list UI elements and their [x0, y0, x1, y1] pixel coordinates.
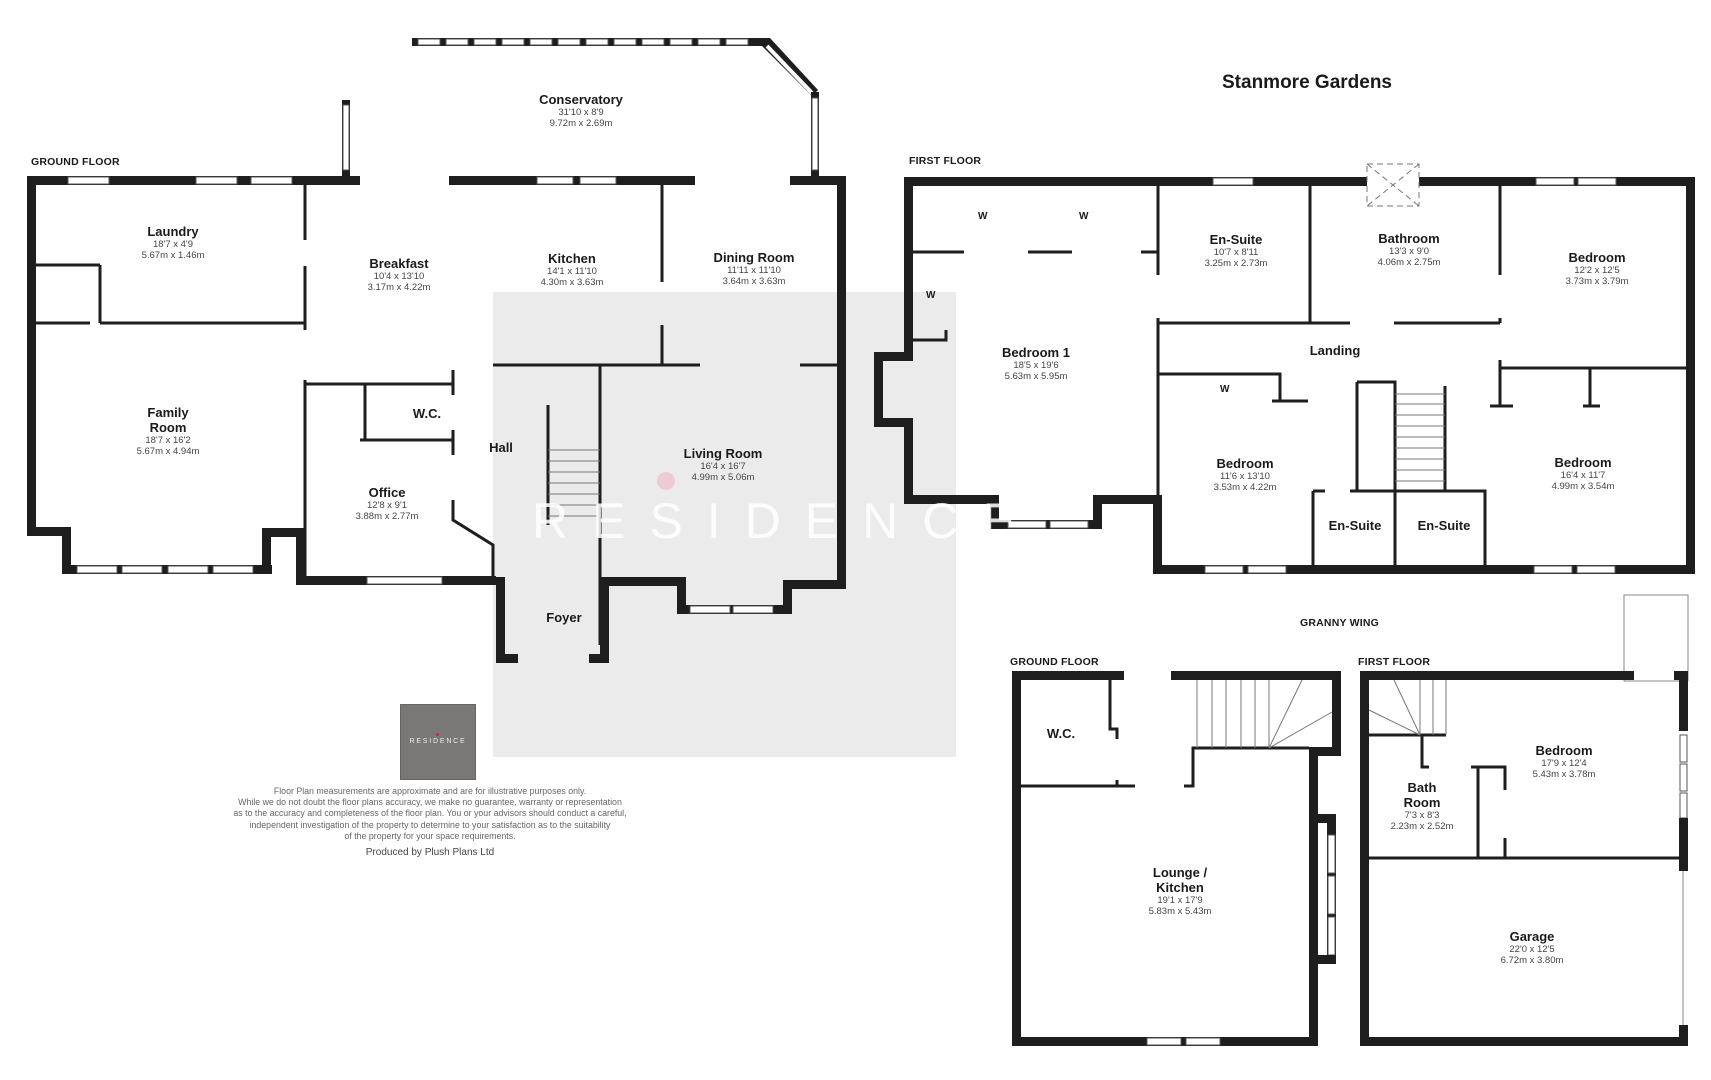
- producer-credit: Produced by Plush Plans Ltd: [365, 847, 495, 858]
- room-living-room: Living Room 16'4 x 16'7 4.99m x 5.06m: [683, 446, 763, 483]
- room-garage: Garage 22'0 x 12'5 6.72m x 3.80m: [1500, 929, 1564, 966]
- room-conservatory: Conservatory 31'10 x 8'9 9.72m x 2.69m: [539, 92, 623, 129]
- granny-ground-floor-walls: [1012, 671, 1341, 1046]
- logo-text: RESIDENCE: [409, 738, 467, 745]
- room-lounge-kitchen: Lounge / Kitchen 19'1 x 17'9 5.83m x 5.4…: [1148, 865, 1212, 917]
- room-granny-wc: W.C.: [1046, 726, 1076, 741]
- wardrobe-marker: W: [1079, 211, 1089, 222]
- room-hall: Hall: [489, 440, 513, 455]
- granny-ground-floor-label: GROUND FLOOR: [1010, 656, 1099, 668]
- room-wc: W.C.: [412, 406, 442, 421]
- disclaimer-line: as to the accuracy and completeness of t…: [233, 808, 627, 819]
- main-ground-floor-walls: [27, 38, 846, 663]
- room-office: Office 12'8 x 9'1 3.88m x 2.77m: [355, 485, 419, 522]
- disclaimer-text: Floor Plan measurements are approximate …: [215, 786, 645, 842]
- watermark-dot: [657, 472, 675, 490]
- wardrobe-marker: W: [1220, 384, 1230, 395]
- main-first-floor-walls: [874, 163, 1695, 574]
- disclaimer-line: of the property for your space requireme…: [344, 830, 516, 841]
- room-en-suite-right: En-Suite: [1417, 518, 1471, 533]
- room-landing: Landing: [1309, 343, 1361, 358]
- room-en-suite-left: En-Suite: [1328, 518, 1382, 533]
- disclaimer-line: independent investigation of the propert…: [249, 819, 611, 830]
- wardrobe-marker: W: [926, 290, 936, 301]
- wardrobe-marker: W: [978, 211, 988, 222]
- room-breakfast: Breakfast 10'4 x 13'10 3.17m x 4.22m: [367, 256, 431, 293]
- room-bedroom-1: Bedroom 1 18'5 x 19'6 5.63m x 5.95m: [1002, 345, 1070, 382]
- room-family-room: Family Room 18'7 x 16'2 5.67m x 4.94m: [136, 405, 200, 457]
- granny-wing-label: GRANNY WING: [1300, 617, 1380, 629]
- disclaimer-line: While we do not doubt the floor plans ac…: [238, 797, 622, 808]
- room-bathroom: Bathroom 13'3 x 9'0 4.06m x 2.75m: [1377, 231, 1441, 268]
- main-first-floor-label: FIRST FLOOR: [909, 155, 982, 167]
- granny-first-floor-walls: [1360, 594, 1689, 1046]
- disclaimer-line: Floor Plan measurements are approximate …: [273, 786, 587, 796]
- room-dining-room: Dining Room 11'11 x 11'10 3.64m x 3.63m: [713, 250, 795, 287]
- residence-logo: RESIDENCE: [400, 704, 476, 780]
- room-bedroom-bottom-right: Bedroom 16'4 x 11'7 4.99m x 3.54m: [1551, 455, 1615, 492]
- room-granny-bedroom: Bedroom 17'9 x 12'4 5.43m x 3.78m: [1532, 743, 1596, 780]
- property-title: Stanmore Gardens: [1222, 72, 1392, 93]
- room-kitchen: Kitchen 14'1 x 11'10 4.30m x 3.63m: [540, 251, 604, 288]
- watermark-text: RESIDENCE: [532, 493, 1040, 549]
- room-bedroom-middle: Bedroom 11'6 x 13'10 3.53m x 4.22m: [1213, 456, 1277, 493]
- room-bedroom-top-right: Bedroom 12'2 x 12'5 3.73m x 3.79m: [1565, 250, 1629, 287]
- granny-first-floor-label: FIRST FLOOR: [1358, 656, 1431, 668]
- main-ground-floor-label: GROUND FLOOR: [31, 156, 120, 168]
- logo-dot-icon: [436, 733, 439, 736]
- room-bath-room: Bath Room 7'3 x 8'3 2.23m x 2.52m: [1390, 780, 1454, 832]
- room-laundry: Laundry 18'7 x 4'9 5.67m x 1.46m: [141, 224, 205, 261]
- room-en-suite-main: En-Suite 10'7 x 8'11 3.25m x 2.73m: [1204, 232, 1268, 269]
- room-foyer: Foyer: [546, 610, 582, 625]
